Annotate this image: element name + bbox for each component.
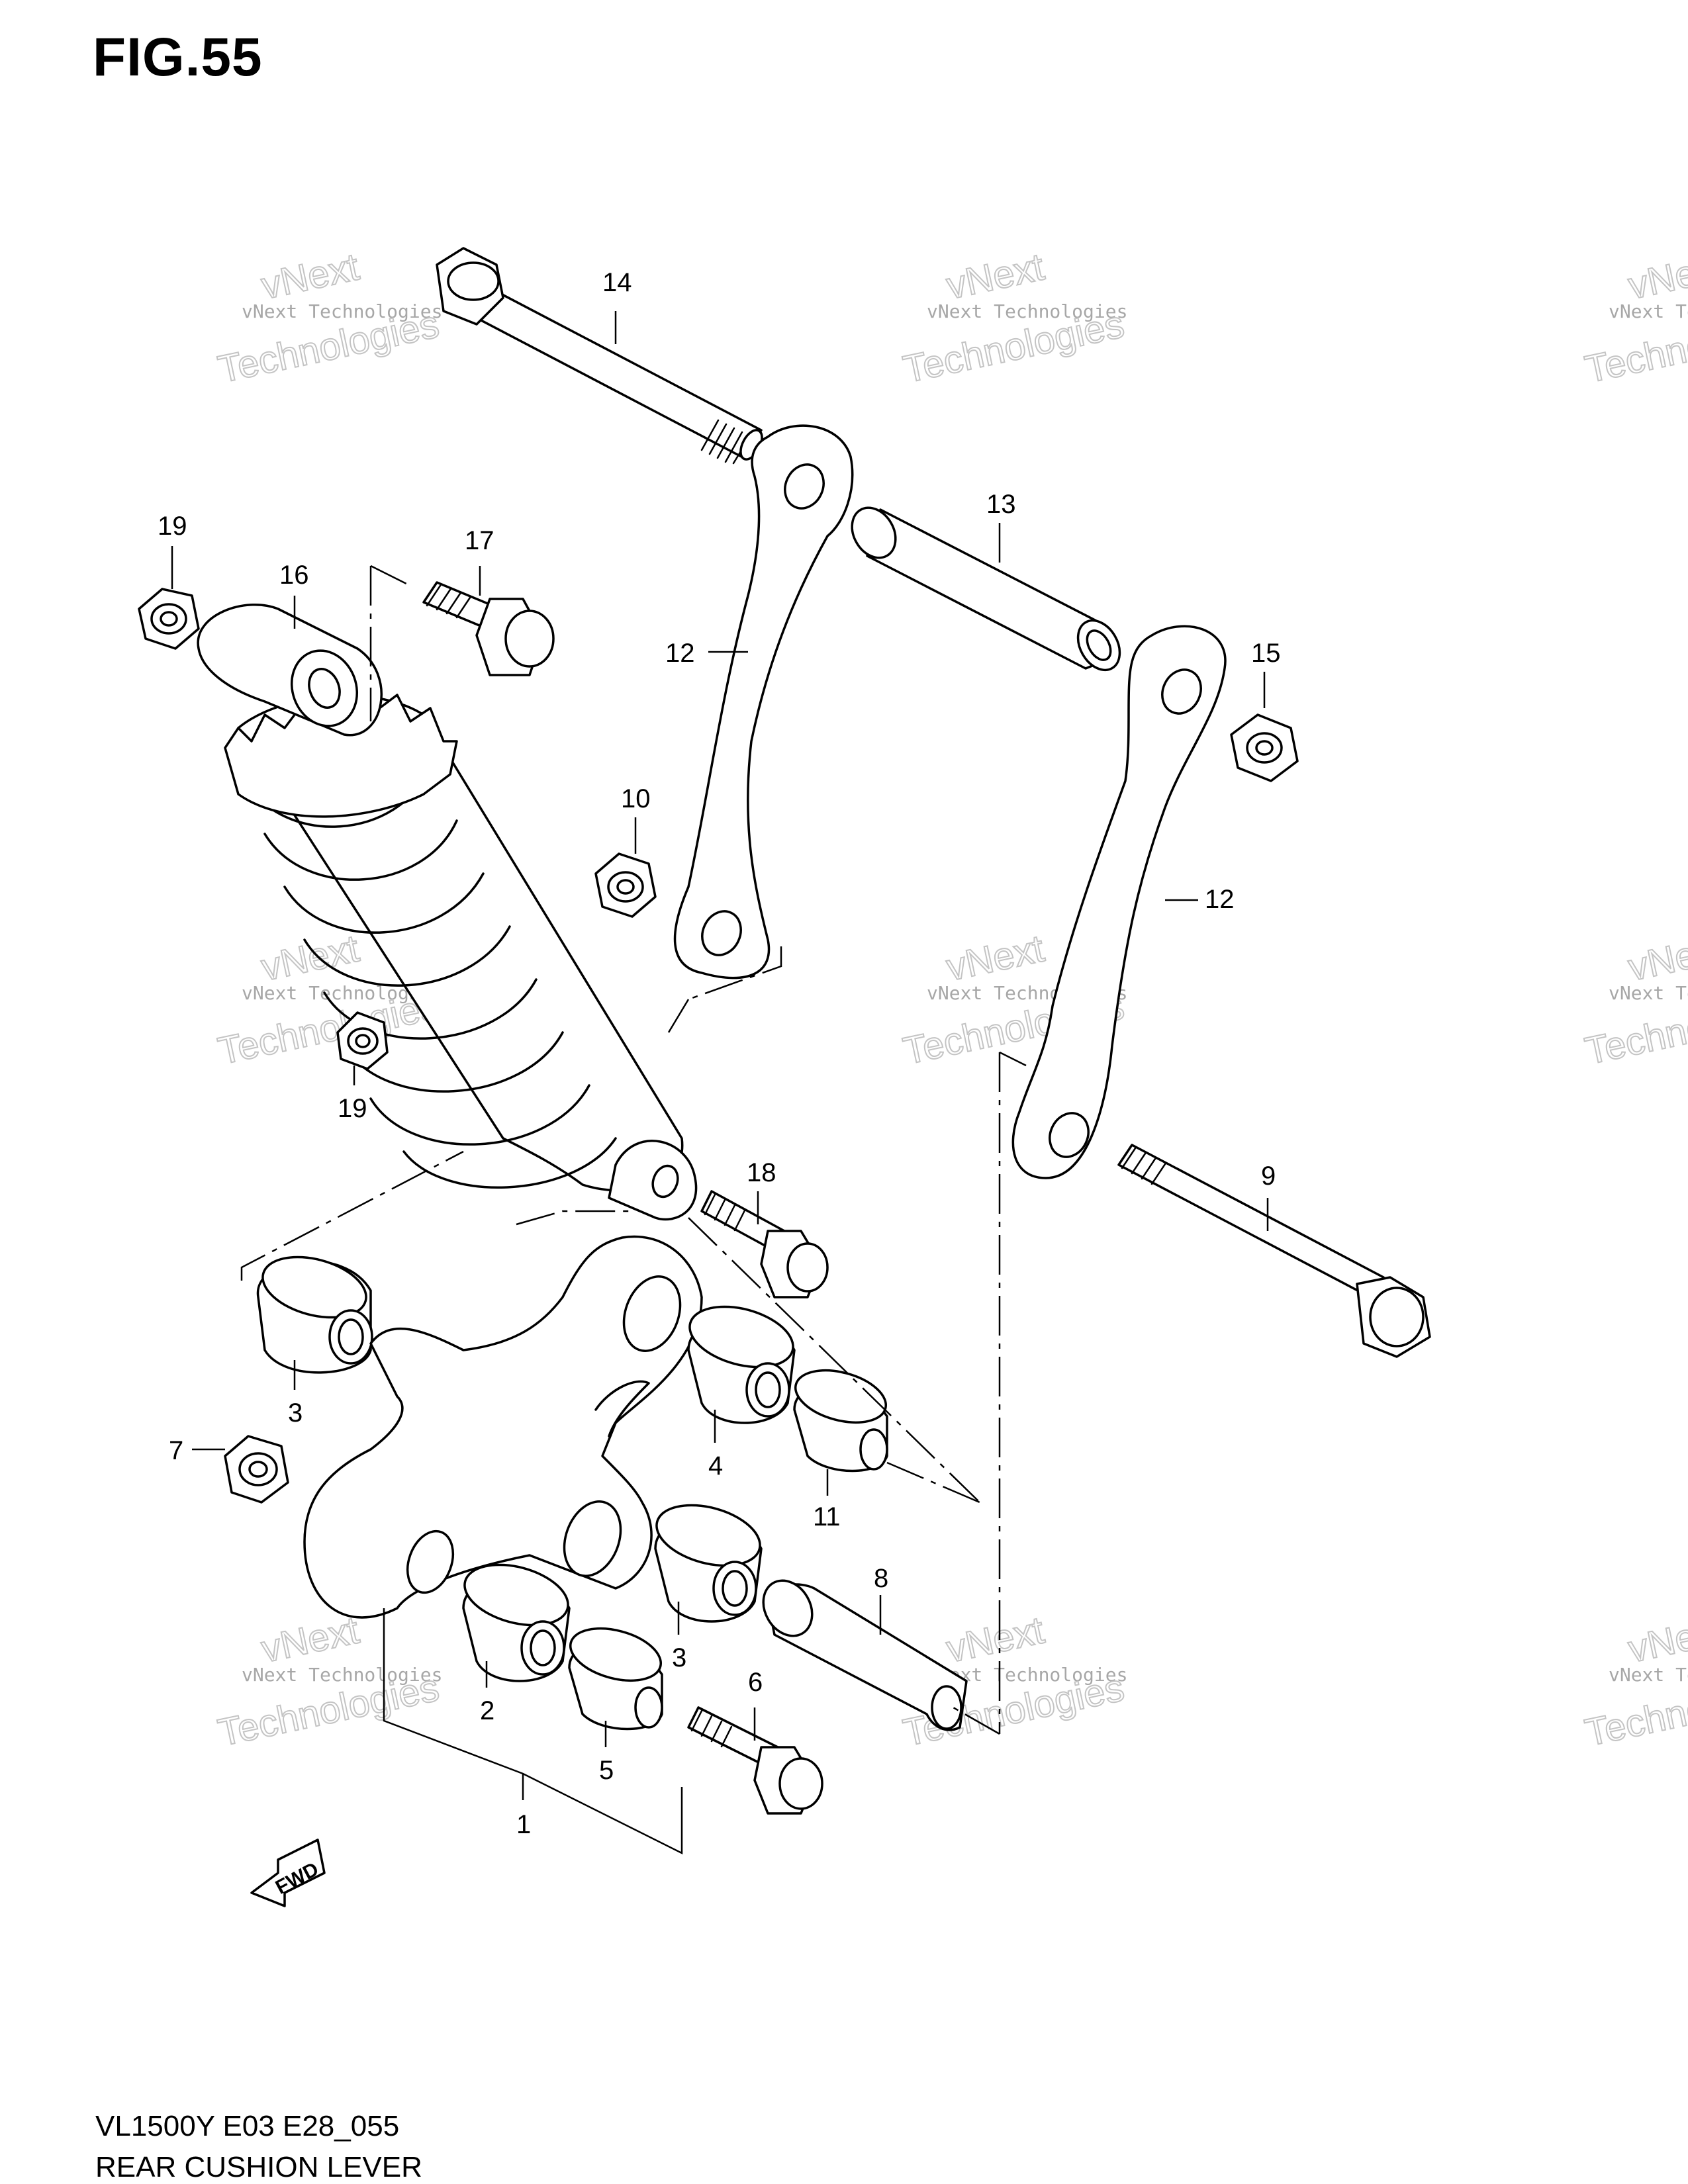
- footer-model-code: VL1500Y E03 E28_055: [95, 2110, 400, 2142]
- fwd-arrow-icon: FWD: [250, 1839, 326, 1907]
- callout-5: 5: [599, 1756, 614, 1785]
- watermark-word1: vNext: [258, 927, 363, 989]
- bushing-3-lower: [654, 1504, 763, 1623]
- watermark: vNext vNext Technologies Technologies: [1581, 1608, 1688, 1755]
- nut-19-lower: [336, 1011, 389, 1070]
- callout-17: 17: [465, 526, 494, 555]
- watermark: vNext vNext Technologies Technologies: [899, 244, 1129, 392]
- watermark-word1: vNext: [943, 1608, 1048, 1670]
- collar-5: [568, 1627, 663, 1731]
- watermark-word1: vNext: [1624, 927, 1688, 989]
- bolt-18: [700, 1190, 829, 1298]
- link-plate-12-right: [1011, 625, 1227, 1179]
- watermark-text: vNext Technologies: [927, 300, 1127, 322]
- callout-10: 10: [621, 784, 651, 813]
- bolt-17: [422, 581, 555, 676]
- callout-3: 3: [672, 1643, 686, 1672]
- watermark-text: vNext Technologies: [242, 300, 442, 322]
- collar-8: [762, 1579, 968, 1731]
- watermark-word1: vNext: [943, 245, 1048, 307]
- callout-12: 12: [1205, 885, 1235, 914]
- callout-13: 13: [986, 490, 1016, 519]
- nut-7: [224, 1435, 289, 1504]
- watermark-word1: vNext: [258, 245, 363, 307]
- callout-11: 11: [813, 1502, 841, 1531]
- callout-6: 6: [748, 1668, 763, 1697]
- callout-18: 18: [747, 1158, 776, 1187]
- nut-19-upper: [138, 588, 200, 650]
- spacer-pipe-13: [851, 506, 1121, 672]
- bushing-4: [687, 1305, 796, 1424]
- watermark: vNext vNext Technologies Technologies: [214, 244, 444, 392]
- watermark: vNext vNext Technologies Technologies: [1581, 926, 1688, 1073]
- callout-2: 2: [480, 1696, 494, 1725]
- watermark-text: vNext Technologies: [1609, 300, 1688, 322]
- watermark-word1: vNext: [1624, 245, 1688, 307]
- watermark-text: vNext Technologies: [242, 1664, 442, 1686]
- watermark-word1: vNext: [1624, 1608, 1688, 1670]
- nut-15: [1230, 713, 1299, 782]
- nut-10: [594, 852, 657, 918]
- bushing-3-left: [256, 1255, 373, 1374]
- watermark: vNext vNext Technologies Technologies: [1581, 244, 1688, 392]
- watermark-word1: vNext: [943, 927, 1048, 989]
- callout-15: 15: [1251, 639, 1281, 668]
- bolt-9: [1117, 1144, 1431, 1358]
- cushion-lever-1: [303, 1235, 703, 1619]
- callout-8: 8: [874, 1564, 888, 1593]
- watermark: vNext vNext Technologies Technologies: [214, 1608, 444, 1755]
- bolt-14: [436, 247, 763, 465]
- callout-7: 7: [169, 1436, 183, 1465]
- figure-title: FIG.55: [93, 27, 263, 87]
- callout-19: 19: [338, 1094, 367, 1123]
- callouts: 14 13 19 16 17 12 15 10 12 19 18 9 3 7 4…: [158, 268, 1281, 1839]
- bushing-2: [462, 1563, 571, 1682]
- callout-3: 3: [288, 1398, 303, 1428]
- watermark-text: vNext Technologies: [1609, 982, 1688, 1004]
- callout-9: 9: [1261, 1161, 1276, 1191]
- shock-absorber-16: [197, 603, 698, 1221]
- footer-section-name: REAR CUSHION LEVER: [95, 2151, 422, 2183]
- link-plate-12-left: [673, 424, 854, 979]
- collar-11: [793, 1369, 888, 1473]
- bolt-6: [687, 1706, 823, 1815]
- callout-4: 4: [708, 1451, 723, 1480]
- callout-1: 1: [516, 1810, 531, 1839]
- callout-12: 12: [665, 639, 695, 668]
- callout-16: 16: [279, 561, 309, 590]
- callout-19: 19: [158, 512, 187, 541]
- callout-14: 14: [602, 268, 632, 297]
- watermark-word1: vNext: [258, 1608, 363, 1670]
- watermark-text: vNext Technologies: [1609, 1664, 1688, 1686]
